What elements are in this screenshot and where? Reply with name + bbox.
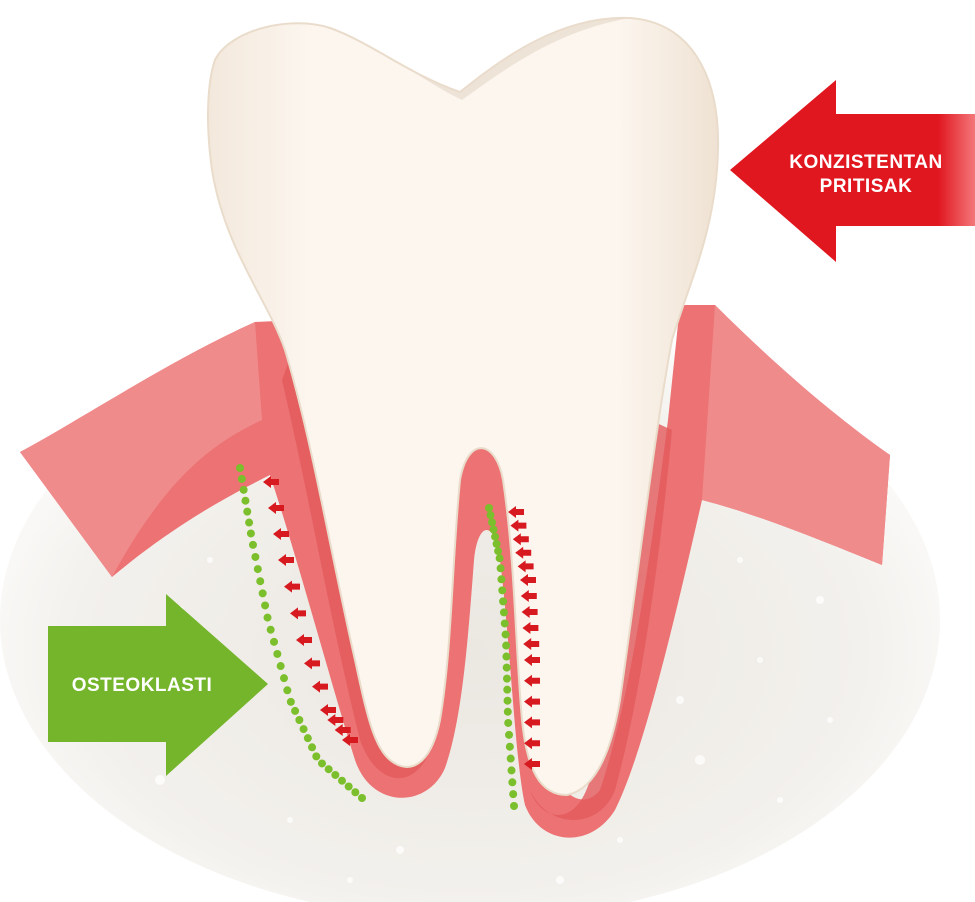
osteoclast-dot (331, 771, 339, 779)
osteoclast-dot (295, 716, 303, 724)
osteoclast-dot (254, 565, 262, 573)
osteoclast-dot (238, 475, 246, 483)
osteoclast-dot (312, 752, 320, 760)
osteoclast-dot (485, 504, 493, 512)
osteoclast-label: OSTEOKLASTI (72, 675, 213, 696)
osteoclast-dot (502, 642, 510, 650)
osteoclast-dot (502, 630, 510, 638)
osteoclast-dot (358, 794, 366, 802)
osteoclast-dot (493, 540, 501, 548)
pressure-label-line1: KONZISTENTAN (789, 152, 942, 173)
osteoclast-dot (261, 601, 269, 609)
osteoclast-dot (496, 554, 504, 562)
osteoclast-dot (504, 697, 512, 705)
osteoclast-dot (498, 586, 506, 594)
osteoclast-dot (249, 541, 257, 549)
osteoclast-dot (243, 508, 251, 516)
osteoclast-dot (508, 766, 516, 774)
osteoclast-dot (256, 577, 264, 585)
osteoclast-dot (287, 698, 295, 706)
osteoclast-dot (240, 486, 248, 494)
osteoclast-dot (503, 664, 511, 672)
osteoclast-dot (247, 529, 255, 537)
osteoclast-dot (308, 743, 316, 751)
osteoclast-dot (251, 553, 259, 561)
osteoclast-dot (280, 674, 288, 682)
osteoclast-dot (506, 743, 514, 751)
osteoclast-dot (270, 638, 278, 646)
osteoclast-dot (236, 464, 244, 472)
osteoclast-dot (273, 650, 281, 658)
osteoclast-dot (500, 608, 508, 616)
osteoclast-dot (267, 626, 275, 634)
osteoclast-dot (325, 765, 333, 773)
osteoclast-dot (264, 614, 272, 622)
osteoclast-dot (505, 731, 513, 739)
osteoclast-dot (491, 533, 499, 541)
osteoclast-dot (494, 547, 502, 555)
osteoclast-dot (501, 619, 509, 627)
pressure-arrow: KONZISTENTAN PRITISAK (730, 80, 975, 262)
osteoclast-dot (508, 778, 516, 786)
pressure-label-line2: PRITISAK (820, 176, 913, 197)
osteoclast-dot (507, 755, 515, 763)
osteoclast-dot (245, 519, 253, 527)
osteoclast-dot (300, 725, 308, 733)
osteoclast-dot (283, 686, 291, 694)
osteoclast-dot (345, 782, 353, 790)
osteoclast-dot (338, 777, 346, 785)
osteoclast-dot (510, 802, 518, 810)
osteoclast-dot (497, 575, 505, 583)
osteoclast-dot (504, 719, 512, 727)
osteoclast-dot (488, 518, 496, 526)
osteoclast-dot (503, 686, 511, 694)
osteoclast-dot (497, 564, 505, 572)
osteoclast-dot (502, 653, 510, 661)
osteoclast-dot (277, 662, 285, 670)
osteoclast-dot (291, 707, 299, 715)
osteoclast-dot (504, 708, 512, 716)
osteoclast-dot (509, 790, 517, 798)
osteoclast-dot (487, 511, 495, 519)
osteoclast-dot (304, 734, 312, 742)
osteoclast-dot (241, 497, 249, 505)
osteoclast-dot (318, 759, 326, 767)
osteoclast-dot (499, 597, 507, 605)
osteoclast-dot (259, 589, 267, 597)
osteoclast-dot (503, 675, 511, 683)
osteoclast-dot (490, 526, 498, 534)
osteoclast-dot (351, 788, 359, 796)
